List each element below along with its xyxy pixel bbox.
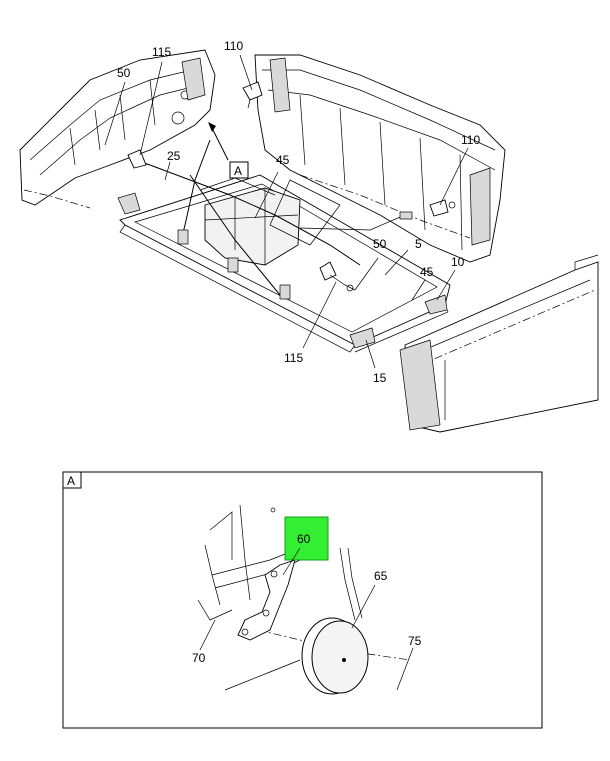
main-view: 115 110 50 25 45 110 50 5 45 10 115 15 A (19, 39, 599, 433)
detail-leader-lines (199, 547, 414, 691)
callout-50-mid: 50 (373, 237, 387, 251)
callout-45-right: 45 (420, 265, 434, 279)
bracket-60 (237, 559, 296, 641)
callout-115-top: 115 (152, 45, 171, 59)
wire-harness (127, 139, 413, 300)
callout-15: 15 (373, 371, 387, 385)
detail-title: A (67, 474, 75, 488)
callout-25: 25 (167, 149, 181, 163)
bracket-110-right (429, 199, 456, 217)
callout-65: 65 (374, 569, 388, 583)
disc-65 (301, 617, 369, 695)
highlight-box (284, 516, 329, 561)
detail-frame (62, 471, 543, 729)
bracket-110-top (242, 81, 263, 109)
view-ref-label: A (234, 164, 242, 178)
callout-75: 75 (408, 634, 422, 648)
callout-60: 60 (297, 532, 311, 546)
callout-10: 10 (451, 255, 465, 269)
left-back-wall (19, 49, 216, 209)
detail-title-box (62, 471, 82, 489)
callout-70: 70 (192, 651, 206, 665)
callout-110-right: 110 (461, 133, 480, 147)
right-side-wall (399, 254, 599, 433)
leader-lines (104, 54, 469, 369)
callout-45-top: 45 (276, 153, 290, 167)
callout-50-left: 50 (117, 66, 131, 80)
detail-view: A (62, 471, 543, 729)
view-ref-box (229, 161, 249, 179)
callout-115-bottom: 115 (284, 351, 303, 365)
callout-5: 5 (415, 237, 422, 251)
view-a-arrow (208, 122, 229, 161)
callout-110-top: 110 (224, 39, 243, 53)
